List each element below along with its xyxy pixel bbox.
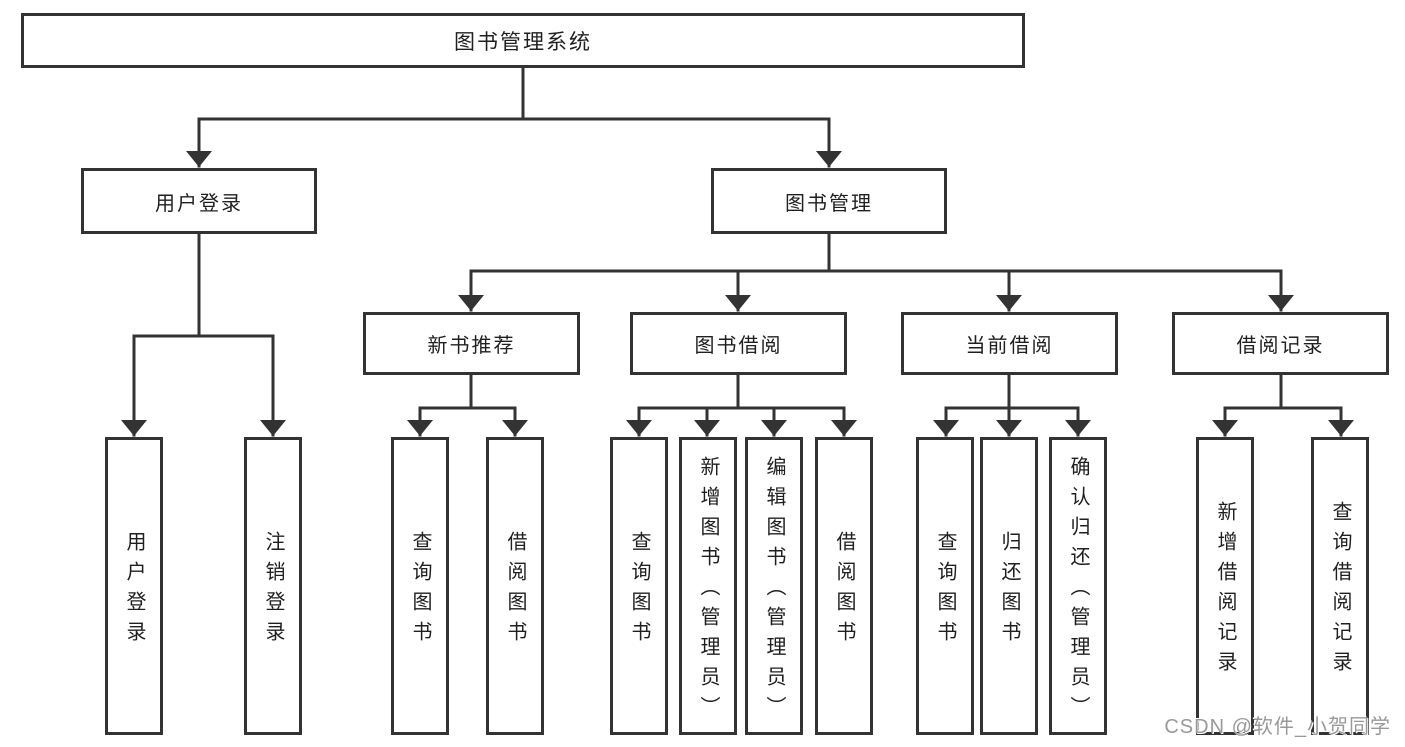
leaf-user-login: 用户登录 — [105, 437, 163, 735]
leaf-return-books: 归还图书 — [980, 437, 1038, 735]
leaf-label: 编辑图书（管理员） — [763, 456, 785, 726]
leaf-label: 借阅图书 — [833, 531, 855, 651]
node-current-borrow: 当前借阅 — [901, 312, 1118, 375]
node-book-borrow: 图书借阅 — [630, 312, 847, 375]
leaf-label: 注销登录 — [262, 531, 284, 651]
leaf-query-books-recommend: 查询图书 — [391, 437, 449, 735]
leaf-label: 用户登录 — [123, 531, 145, 651]
leaf-query-books-borrow: 查询图书 — [610, 437, 668, 735]
leaf-add-borrow-record: 新增借阅记录 — [1196, 437, 1254, 735]
leaf-label: 确认归还（管理员） — [1067, 456, 1089, 726]
leaf-add-books-admin: 新增图书（管理员） — [679, 437, 737, 735]
leaf-label: 查询图书 — [934, 531, 956, 651]
leaf-label: 查询借阅记录 — [1329, 501, 1351, 681]
leaf-borrow-books: 借阅图书 — [815, 437, 873, 735]
leaf-label: 查询图书 — [409, 531, 431, 651]
leaf-borrow-books-recommend: 借阅图书 — [486, 437, 544, 735]
leaf-label: 查询图书 — [628, 531, 650, 651]
node-user-login: 用户登录 — [81, 168, 317, 234]
node-book-management: 图书管理 — [711, 168, 947, 234]
leaf-label: 借阅图书 — [504, 531, 526, 651]
node-library-system: 图书管理系统 — [21, 13, 1025, 68]
leaf-edit-books-admin: 编辑图书（管理员） — [745, 437, 803, 735]
node-new-book-recommend: 新书推荐 — [363, 312, 580, 375]
leaf-query-books-current: 查询图书 — [916, 437, 974, 735]
leaf-confirm-return-admin: 确认归还（管理员） — [1049, 437, 1107, 735]
leaf-query-borrow-record: 查询借阅记录 — [1311, 437, 1369, 735]
leaf-label: 新增借阅记录 — [1214, 501, 1236, 681]
csdn-watermark: CSDN @软件_小贺同学 — [1164, 716, 1391, 738]
node-borrow-records: 借阅记录 — [1172, 312, 1389, 375]
leaf-logout: 注销登录 — [244, 437, 302, 735]
leaf-label: 归还图书 — [998, 531, 1020, 651]
leaf-label: 新增图书（管理员） — [697, 456, 719, 726]
